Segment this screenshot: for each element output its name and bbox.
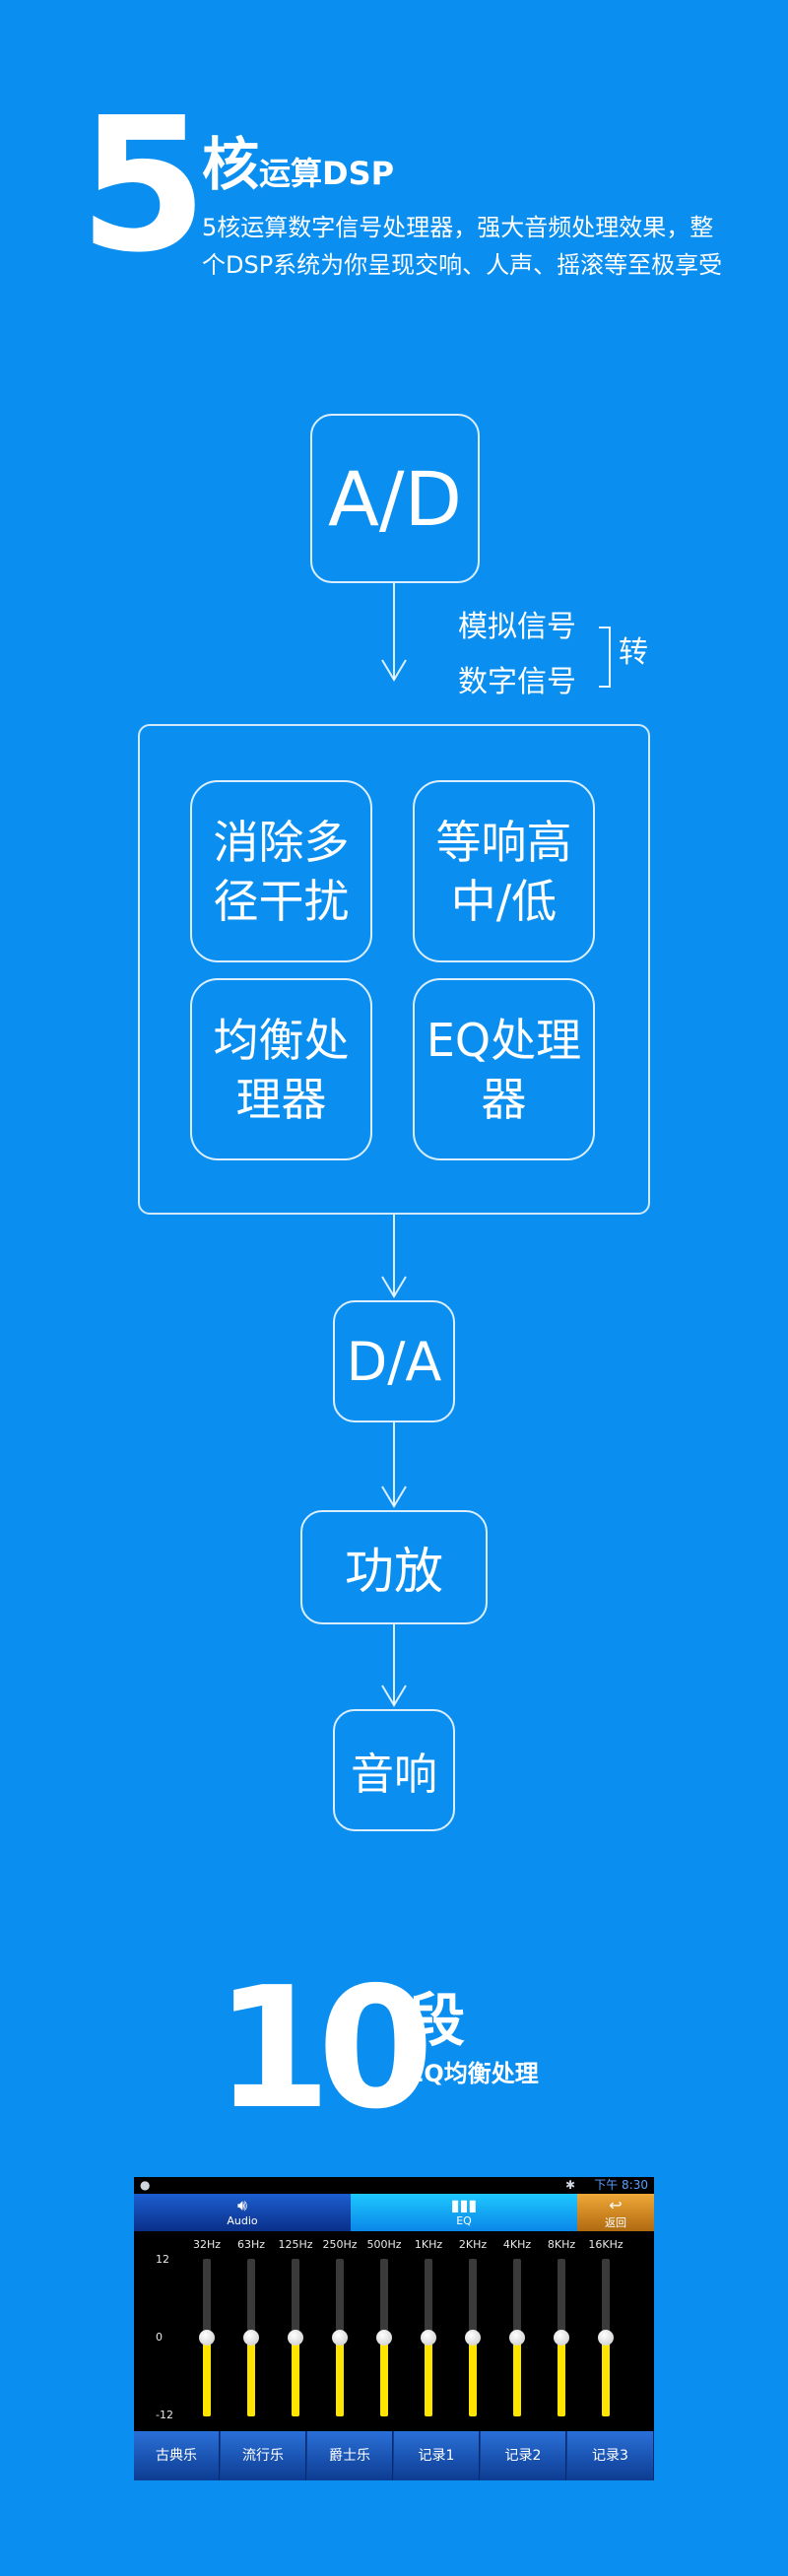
- band-level-fill: [292, 2338, 299, 2416]
- status-time: 下午 8:30: [594, 2178, 648, 2192]
- tab-eq[interactable]: ▮▮▮ EQ: [351, 2194, 577, 2231]
- convert-bracket: [599, 627, 611, 688]
- da-converter-box: D/A: [333, 1300, 455, 1422]
- scale-bottom-label: -12: [156, 2409, 173, 2421]
- core-count-number: 5: [79, 78, 208, 294]
- eq-processor-box: EQ处理器: [413, 978, 595, 1160]
- preset-record-2[interactable]: 记录2: [481, 2431, 566, 2480]
- band-level-fill: [247, 2338, 255, 2416]
- band-level-fill: [203, 2338, 211, 2416]
- back-button-label: 返回: [605, 2216, 626, 2229]
- tab-audio[interactable]: 🔊︎ Audio: [134, 2194, 351, 2231]
- status-bar: ● ✱ 下午 8:30: [134, 2177, 654, 2194]
- preset-bar: 古典乐 流行乐 爵士乐 记录1 记录2 记录3: [134, 2431, 654, 2480]
- bluetooth-icon: ✱: [564, 2178, 575, 2192]
- speaker-icon: 🔊︎: [236, 2196, 248, 2214]
- tab-audio-label: Audio: [227, 2214, 258, 2227]
- core-title-sub: 运算DSP: [259, 155, 395, 192]
- band-frequency-label: 2KHz: [458, 2238, 488, 2251]
- band-level-fill: [425, 2338, 432, 2416]
- app-icon: ●: [140, 2178, 151, 2192]
- band-slider-knob[interactable]: [421, 2330, 436, 2345]
- equalizer-box: 均衡处理器: [190, 978, 372, 1160]
- band-frequency-label: 125Hz: [278, 2238, 313, 2251]
- eq-bars-icon: ▮▮▮: [450, 2196, 478, 2214]
- arrow-head-amp: [381, 1684, 407, 1707]
- core-title: 核运算DSP: [202, 136, 394, 193]
- band-frequency-label: 250Hz: [322, 2238, 358, 2251]
- band-level-fill: [513, 2338, 521, 2416]
- band-slider-knob[interactable]: [465, 2330, 481, 2345]
- speaker-box: 音响: [333, 1709, 455, 1831]
- band-subtitle: EQ均衡处理: [408, 2060, 539, 2087]
- convert-label: 转: [619, 635, 648, 670]
- scale-mid-label: 0: [156, 2331, 163, 2344]
- scale-top-label: 12: [156, 2253, 169, 2266]
- band-level-fill: [336, 2338, 344, 2416]
- digital-signal-label: 数字信号: [458, 665, 576, 699]
- loudness-box: 等响高中/低: [413, 780, 595, 962]
- band-frequency-label: 500Hz: [366, 2238, 402, 2251]
- preset-pop[interactable]: 流行乐: [221, 2431, 306, 2480]
- arrow-head-da: [381, 1486, 407, 1508]
- tab-eq-label: EQ: [456, 2214, 472, 2227]
- core-description: 5核运算数字信号处理器，强大音频处理效果，整个DSP系统为你呈现交响、人声、摇滚…: [202, 214, 723, 279]
- band-slider-knob[interactable]: [243, 2330, 259, 2345]
- arrow-head-ad: [381, 659, 407, 682]
- band-slider-knob[interactable]: [332, 2330, 348, 2345]
- multipath-box: 消除多径干扰: [190, 780, 372, 962]
- dsp-processing-group: [138, 724, 650, 1215]
- preset-record-3[interactable]: 记录3: [567, 2431, 654, 2480]
- band-slider-knob[interactable]: [288, 2330, 303, 2345]
- band-level-fill: [469, 2338, 477, 2416]
- preset-classical[interactable]: 古典乐: [134, 2431, 220, 2480]
- preset-record-1[interactable]: 记录1: [394, 2431, 480, 2480]
- core-title-main: 核: [202, 131, 260, 198]
- band-slider-knob[interactable]: [554, 2330, 569, 2345]
- band-frequency-label: 1KHz: [414, 2238, 443, 2251]
- back-arrow-icon: ↩: [609, 2196, 623, 2214]
- band-title: 段: [408, 1987, 466, 2054]
- band-frequency-label: 4KHz: [502, 2238, 532, 2251]
- band-slider-knob[interactable]: [199, 2330, 215, 2345]
- preset-jazz[interactable]: 爵士乐: [307, 2431, 393, 2480]
- band-slider-knob[interactable]: [376, 2330, 392, 2345]
- band-frequency-label: 63Hz: [236, 2238, 266, 2251]
- band-frequency-label: 32Hz: [192, 2238, 222, 2251]
- amplifier-box: 功放: [300, 1510, 488, 1624]
- eq-screen: ● ✱ 下午 8:30 🔊︎ Audio ▮▮▮ EQ ↩ 返回 12 0 -1…: [134, 2177, 654, 2480]
- band-slider-knob[interactable]: [598, 2330, 614, 2345]
- eq-sliders-panel: 12 0 -12 32Hz 63Hz 125Hz 250Hz 500Hz 1KHz 2KHz…: [134, 2231, 654, 2431]
- band-level-fill: [380, 2338, 388, 2416]
- ad-converter-box: A/D: [310, 414, 480, 583]
- band-count-number: 10: [215, 1951, 434, 2147]
- band-level-fill: [558, 2338, 565, 2416]
- eq-tabbar: 🔊︎ Audio ▮▮▮ EQ ↩ 返回: [134, 2194, 654, 2231]
- back-button[interactable]: ↩ 返回: [577, 2194, 654, 2231]
- arrow-head-box: [381, 1276, 407, 1298]
- band-level-fill: [602, 2338, 610, 2416]
- band-frequency-label: 16KHz: [588, 2238, 624, 2251]
- analog-signal-label: 模拟信号: [458, 610, 576, 644]
- band-slider-knob[interactable]: [509, 2330, 525, 2345]
- band-frequency-label: 8KHz: [547, 2238, 576, 2251]
